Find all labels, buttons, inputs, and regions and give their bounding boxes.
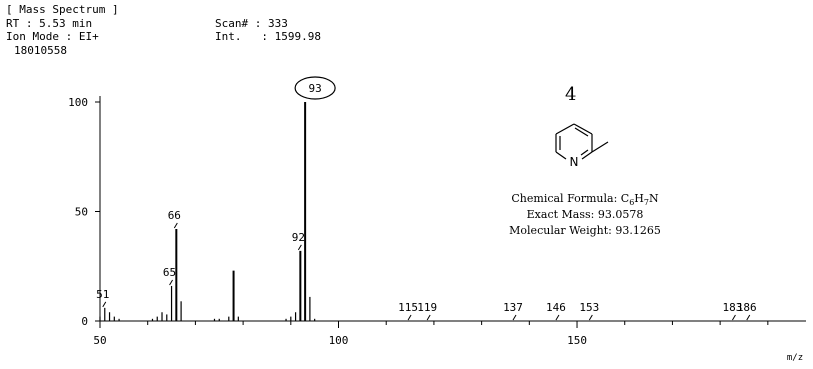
methyl-bond — [591, 141, 609, 153]
peak-label-186: 186 — [737, 301, 757, 314]
ring-bond — [573, 123, 593, 135]
peak-leader-137 — [512, 314, 517, 321]
peak-label-92: 92 — [292, 231, 305, 244]
formula-h-subscript: 7 — [643, 198, 649, 208]
peak-label-183: 183 — [723, 301, 743, 314]
molecular-weight: Molecular Weight: 93.1265 — [509, 224, 661, 237]
exact-mass: Exact Mass: 93.0578 — [526, 208, 644, 221]
x-tick-label: 100 — [329, 334, 349, 347]
peak-circle-93 — [294, 76, 336, 100]
x-axis-label: m/z — [787, 353, 803, 363]
chart-axes: 50 100 150 0 50 100 — [68, 96, 806, 347]
ring-bond — [581, 151, 593, 160]
spectrum-title: [ Mass Spectrum ] — [6, 3, 119, 16]
y-tick-label: 0 — [81, 315, 88, 328]
ring-bond — [555, 123, 575, 135]
ring-bond — [555, 151, 567, 160]
scan-number: Scan# : 333 — [215, 17, 288, 30]
ion-mode: Ion Mode : EI+ — [6, 30, 99, 43]
peak-leader-186 — [746, 314, 751, 321]
nitrogen-atom-label: N — [570, 155, 579, 169]
peak-label-146: 146 — [546, 301, 566, 314]
peak-leader-146 — [555, 314, 560, 321]
peak-label-65: 65 — [163, 266, 176, 279]
x-tick-label: 50 — [93, 334, 106, 347]
peak-label-115: 115 — [398, 301, 418, 314]
formula-c-subscript: 6 — [629, 198, 635, 208]
formula-n: N — [648, 192, 659, 205]
peak-label-51: 51 — [96, 288, 109, 301]
formula-label: Chemical Formula: — [511, 192, 621, 205]
y-tick-label: 100 — [68, 96, 88, 109]
peak-leader-65 — [169, 279, 173, 286]
structure-2-methylpyridine: N — [555, 123, 609, 169]
chemical-formula: Chemical Formula: C6H7N — [470, 192, 700, 210]
peak-leader-153 — [588, 314, 593, 321]
peak-leader-119 — [426, 314, 431, 321]
y-tick-label: 50 — [75, 206, 88, 219]
peak-label-119: 119 — [417, 301, 437, 314]
peak-leader-51 — [102, 301, 107, 308]
peak-label-93: 93 — [308, 82, 321, 95]
retention-time: RT : 5.53 min — [6, 17, 93, 30]
peak-leader-115 — [407, 314, 412, 321]
double-bond — [574, 127, 589, 137]
double-bond — [580, 149, 589, 156]
x-tick-label: 150 — [567, 334, 587, 347]
peak-leader-92 — [297, 244, 302, 251]
peak-label-153: 153 — [579, 301, 599, 314]
max-intensity: 18010558 — [14, 44, 67, 57]
compound-number: 4 — [565, 84, 577, 105]
formula-h: H — [634, 192, 644, 205]
peak-label-137: 137 — [503, 301, 523, 314]
formula-c: C — [620, 192, 630, 205]
peak-leader-66 — [173, 222, 178, 229]
intensity-readout: Int. : 1599.98 — [215, 30, 321, 43]
chart-marks — [99, 102, 316, 321]
peak-label-66: 66 — [168, 209, 181, 222]
peak-leader-183 — [732, 314, 736, 321]
